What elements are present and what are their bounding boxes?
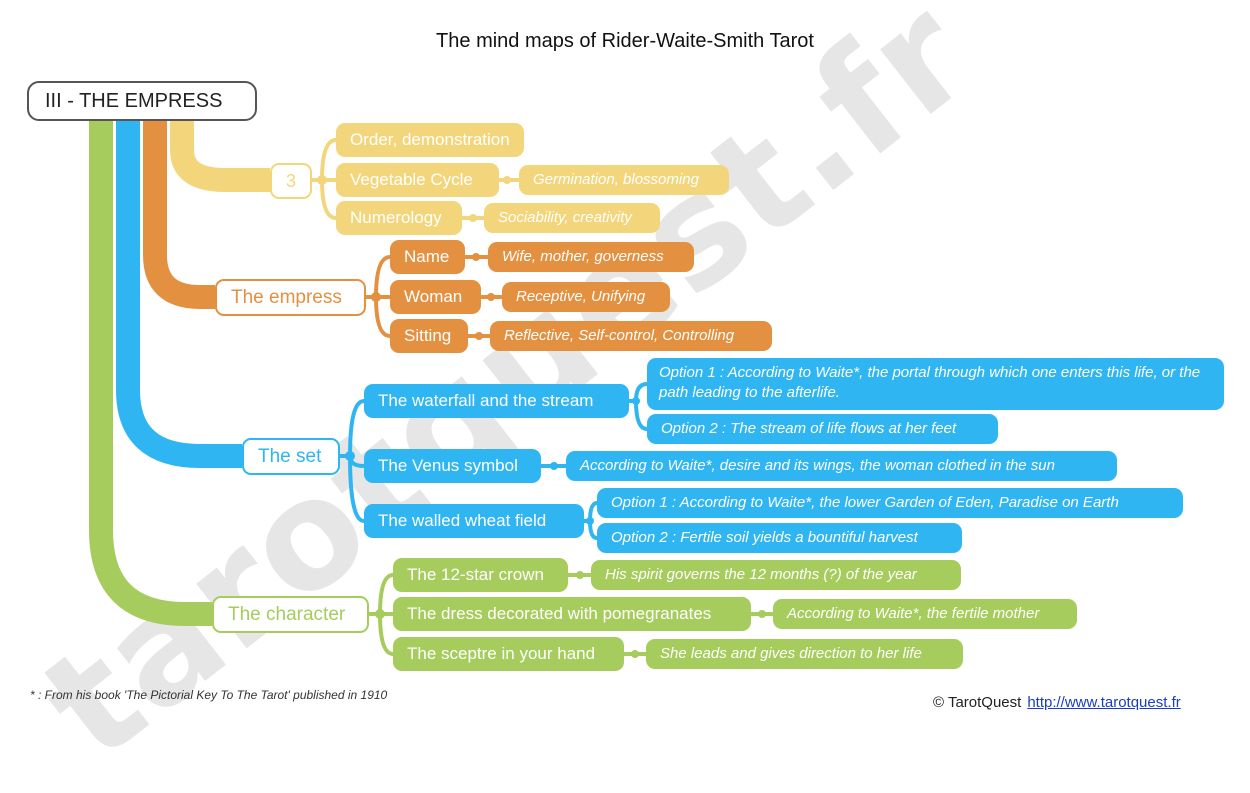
detail-12-star-crown: His spirit governs the 12 months (?) of … [591,560,961,590]
detail-sociability: Sociability, creativity [484,203,660,233]
node-the-set: The set [242,438,340,475]
trunk-yellow [170,118,270,192]
detail-sceptre: She leads and gives direction to her lif… [646,639,963,669]
copyright-text: © TarotQuest [933,694,1022,711]
connector-lines [89,118,773,658]
trunk-green [89,118,212,626]
node-the-empress: The empress [215,279,366,316]
node-sceptre: The sceptre in your hand [393,637,624,671]
detail-reflective: Reflective, Self-control, Controlling [490,321,772,351]
node-vegetable-cycle: Vegetable Cycle [336,163,499,197]
trunk-orange [143,118,215,309]
detail-wife-mother: Wife, mother, governess [488,242,694,272]
node-woman: Woman [390,280,481,314]
detail-dress: According to Waite*, the fertile mother [773,599,1077,629]
node-dress-pomegranates: The dress decorated with pomegranates [393,597,751,631]
copyright: © TarotQuest http://www.tarotquest.fr [933,694,1181,711]
page-title: The mind maps of Rider-Waite-Smith Tarot [436,30,814,52]
detail-wheat-option-2: Option 2 : Fertile soil yields a bountif… [597,523,962,553]
node-the-character: The character [212,596,369,633]
node-walled-wheat-field: The walled wheat field [364,504,584,538]
node-number-3: 3 [270,163,312,199]
detail-waterfall-option-1: Option 1 : According to Waite*, the port… [647,358,1224,410]
detail-venus: According to Waite*, desire and its wing… [566,451,1117,481]
node-sitting: Sitting [390,319,468,353]
trunk-blue [116,118,242,468]
root-node: III - THE EMPRESS [27,81,257,121]
detail-receptive: Receptive, Unifying [502,282,670,312]
footnote: * : From his book 'The Pictorial Key To … [30,688,388,702]
detail-wheat-option-1: Option 1 : According to Waite*, the lowe… [597,488,1183,518]
detail-waterfall-option-2: Option 2 : The stream of life flows at h… [647,414,998,444]
node-name: Name [390,240,465,274]
detail-germination: Germination, blossoming [519,165,729,195]
site-link[interactable]: http://www.tarotquest.fr [1027,694,1181,711]
node-venus-symbol: The Venus symbol [364,449,541,483]
node-waterfall-stream: The waterfall and the stream [364,384,629,418]
node-numerology: Numerology [336,201,462,235]
node-order-demonstration: Order, demonstration [336,123,524,157]
node-12-star-crown: The 12-star crown [393,558,568,592]
